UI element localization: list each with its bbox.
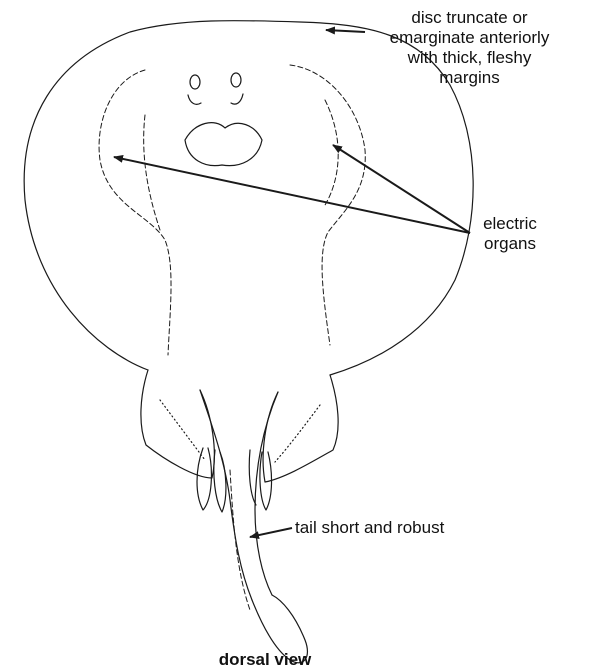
inner-body-line-right	[325, 100, 338, 205]
inner-body-line-left	[144, 115, 160, 230]
disc-annotation-line-3: with thick, fleshy	[362, 48, 577, 68]
electric-organ-arrow-left	[114, 157, 470, 233]
electric-organs-line-1: electric	[465, 214, 555, 234]
electric-organs-line-2: organs	[465, 234, 555, 254]
left-spiracle	[188, 95, 201, 104]
right-spiracle	[231, 94, 243, 104]
left-eye	[190, 75, 200, 89]
left-fin-shading	[160, 400, 205, 460]
left-clasper-inner	[214, 450, 226, 512]
left-clasper	[197, 448, 211, 510]
right-fin-shading	[275, 405, 320, 462]
right-pelvic-fin	[263, 375, 338, 482]
left-pelvic-fin	[141, 370, 214, 478]
disc-annotation-line-4: margins	[362, 68, 577, 88]
disc-annotation: disc truncate or emarginate anteriorly w…	[362, 8, 577, 88]
right-eye	[231, 73, 241, 87]
body-right-edge	[255, 392, 278, 595]
tail-annotation: tail short and robust	[295, 518, 444, 538]
head-mound	[185, 123, 262, 166]
left-electric-organ-outline	[99, 70, 171, 355]
disc-annotation-line-1: disc truncate or	[362, 8, 577, 28]
tail-stripe	[230, 470, 250, 610]
disc-arrow	[326, 30, 365, 32]
electric-organ-arrow-right	[333, 145, 470, 233]
electric-organs-annotation: electric organs	[465, 214, 555, 254]
caption-dorsal-view: dorsal view	[150, 650, 380, 670]
right-electric-organ-outline	[290, 65, 365, 345]
disc-annotation-line-2: emarginate anteriorly	[362, 28, 577, 48]
